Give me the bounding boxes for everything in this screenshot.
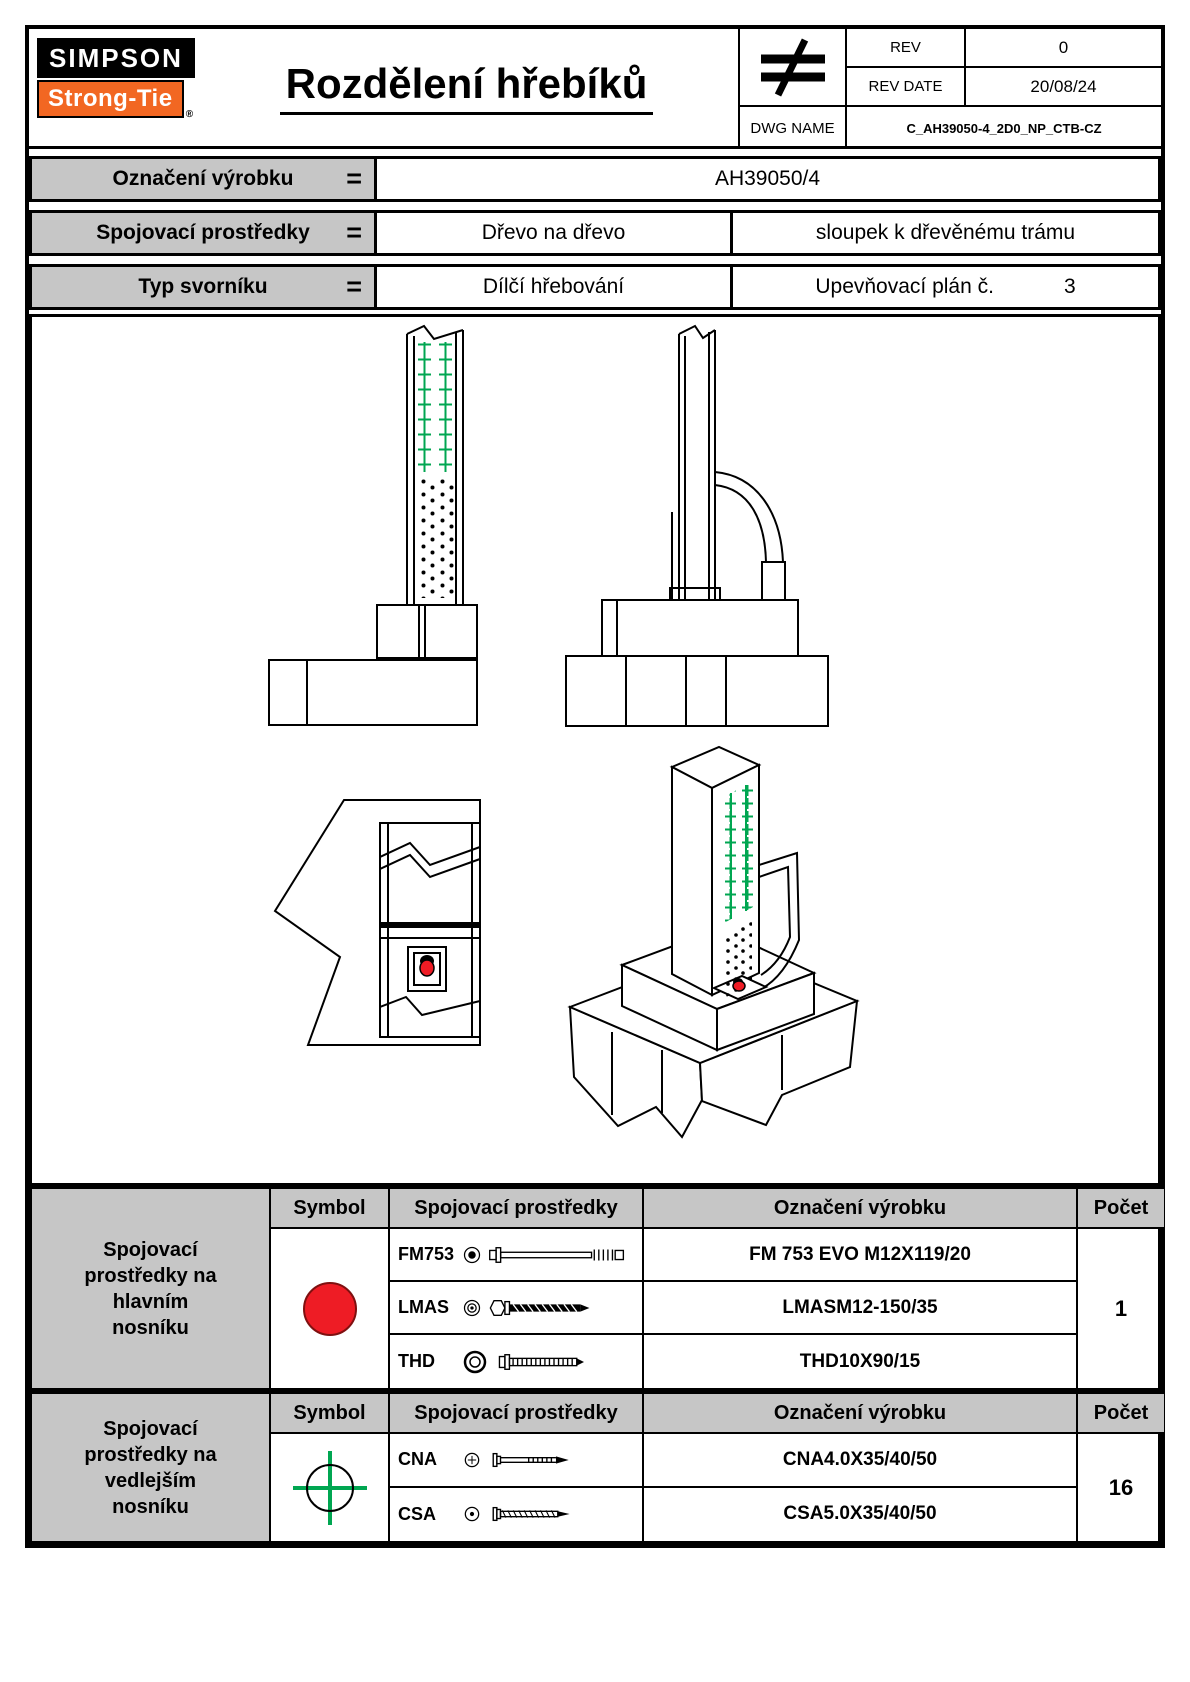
col-header-fasteners: Spojovací prostředky — [390, 1394, 644, 1434]
fastener-row-cna: CNA — [390, 1434, 644, 1488]
product-thd: THD10X90/15 — [644, 1335, 1078, 1388]
drawing-sheet-frame: SIMPSON Strong-Tie ® Rozdělení hřebíků RE… — [25, 25, 1165, 1548]
lmas-screw-icon — [489, 1299, 590, 1316]
nail-symbol-icon — [292, 1450, 367, 1525]
col-header-symbol: Symbol — [271, 1189, 390, 1229]
fm753-bolt-icon — [489, 1246, 625, 1263]
simpson-strongtie-logo: SIMPSON Strong-Tie ® — [37, 38, 195, 120]
connection-type-value: sloupek k dřevěnému trámu — [730, 210, 1161, 256]
thd-screw-icon — [498, 1353, 584, 1370]
rev-date-label: REV DATE — [845, 68, 964, 107]
fastener-row-lmas: LMAS — [390, 1282, 644, 1335]
label-text: Spojovací prostředky — [96, 221, 310, 244]
fm753-symbol-icon — [463, 1246, 481, 1263]
fixing-plan-number: 3 — [1063, 275, 1076, 298]
fixing-plan-value: Upevňovací plán č. 3 — [730, 264, 1161, 310]
product-csa: CSA5.0X35/40/50 — [644, 1487, 1078, 1541]
product-designation-value: AH39050/4 — [374, 156, 1161, 202]
logo-simpson-text: SIMPSON — [37, 38, 195, 78]
title-block: SIMPSON Strong-Tie ® Rozdělení hřebíků RE… — [29, 29, 1161, 149]
cna-symbol-icon — [464, 1452, 480, 1468]
red-circle-symbol — [271, 1229, 390, 1388]
fastener-row-thd: THD — [390, 1335, 644, 1388]
logo-strongtie-word: Strong-Tie — [48, 85, 173, 112]
info-row-product: Označení výrobku = AH39050/4 — [29, 156, 1161, 202]
green-crosshair-symbol — [271, 1434, 390, 1541]
page-title: Rozdělení hřebíků — [279, 60, 654, 115]
fastener-code: THD — [398, 1351, 435, 1371]
main-bolt-symbol-icon — [302, 1281, 357, 1336]
label-text: Označení výrobku — [112, 167, 294, 190]
fastener-code: FM753 — [398, 1244, 455, 1264]
rev-date-value: 20/08/24 — [964, 68, 1161, 107]
value-text: sloupek k dřevěnému trámu — [815, 221, 1076, 244]
dwg-name-label: DWG NAME — [738, 107, 845, 149]
rev-label: REV — [845, 29, 964, 68]
col-header-symbol: Symbol — [271, 1394, 390, 1434]
equals-sign: = — [346, 163, 362, 194]
value-text: Dílčí hřebování — [482, 275, 625, 298]
fixing-plan-label: Upevňovací plán č. — [815, 275, 994, 298]
not-equal-symbol-box — [738, 29, 845, 107]
info-row-fasteners: Spojovací prostředky = Dřevo na dřevo sl… — [29, 210, 1161, 256]
dwg-name-value: C_AH39050-4_2D0_NP_CTB-CZ — [845, 107, 1161, 149]
not-equal-icon — [760, 38, 825, 97]
logo-strongtie-text: Strong-Tie ® — [37, 80, 193, 120]
col-header-product: Označení výrobku — [644, 1394, 1078, 1434]
col-header-product: Označení výrobku — [644, 1189, 1078, 1229]
fastener-row-fm753: FM753 — [390, 1229, 644, 1282]
fastener-table-main-beam: Spojovací prostředky na hlavním nosníku … — [29, 1186, 1164, 1391]
fastener-code: CSA — [398, 1503, 437, 1524]
product-lmas: LMASM12-150/35 — [644, 1282, 1078, 1335]
count-main-beam: 1 — [1114, 1295, 1128, 1321]
rev-value: 0 — [964, 29, 1161, 68]
count-secondary-beam: 16 — [1108, 1474, 1134, 1500]
thd-symbol-icon — [463, 1350, 487, 1373]
title-area: Rozdělení hřebíků — [199, 29, 734, 146]
equals-sign: = — [346, 271, 362, 302]
nailing-type-value: Dílčí hřebování — [374, 264, 733, 310]
equals-sign: = — [346, 217, 362, 248]
group-label-secondary-beam: Spojovací prostředky na vedlejším nosník… — [32, 1394, 271, 1541]
csa-screw-icon — [492, 1507, 570, 1522]
csa-symbol-icon — [464, 1506, 480, 1522]
label-text: Typ svorníku — [138, 275, 268, 298]
fasteners-label: Spojovací prostředky = — [29, 210, 377, 256]
fastener-code: CNA — [398, 1449, 437, 1470]
col-header-fasteners: Spojovací prostředky — [390, 1189, 644, 1229]
value-text: Dřevo na dřevo — [481, 221, 626, 244]
isometric-view-drawing — [567, 745, 860, 1139]
product-cna: CNA4.0X35/40/50 — [644, 1434, 1078, 1488]
fastener-code: LMAS — [398, 1297, 449, 1317]
cna-nail-icon — [492, 1452, 569, 1467]
registered-mark: ® — [185, 109, 194, 120]
revision-block: REV 0 REV DATE 20/08/24 DWG NAME C_AH390… — [738, 29, 1161, 149]
front-view-drawing — [268, 324, 478, 726]
material-pairing-value: Dřevo na dřevo — [374, 210, 733, 256]
info-row-bolt-type: Typ svorníku = Dílčí hřebování Upevňovac… — [29, 264, 1161, 310]
col-header-count: Počet — [1078, 1189, 1164, 1229]
col-header-count: Počet — [1078, 1394, 1164, 1434]
product-designation-label: Označení výrobku = — [29, 156, 377, 202]
group-label-main-beam: Spojovací prostředky na hlavním nosníku — [32, 1189, 271, 1388]
detail-view-drawing — [273, 799, 481, 1046]
fastener-table-secondary-beam: Spojovací prostředky na vedlejším nosník… — [29, 1391, 1164, 1544]
bolt-type-label: Typ svorníku = — [29, 264, 377, 310]
product-fm753: FM 753 EVO M12X119/20 — [644, 1229, 1078, 1282]
side-view-drawing — [565, 324, 829, 727]
lmas-symbol-icon — [463, 1299, 481, 1316]
fastener-row-csa: CSA — [390, 1487, 644, 1541]
drawing-area — [29, 314, 1161, 1186]
value-text: AH39050/4 — [714, 167, 821, 190]
